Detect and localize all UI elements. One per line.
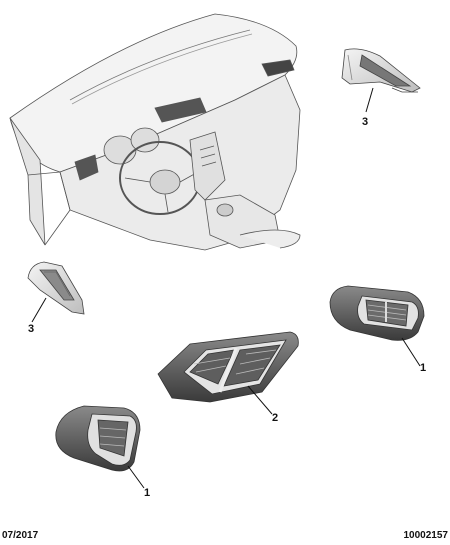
part-center-air-vent [157,331,299,403]
callout-label: 1 [144,487,151,499]
leader-line [365,87,374,113]
callout-label: 1 [420,362,427,374]
dashboard-illustration [9,13,301,251]
part-left-air-vent [55,405,141,472]
footer-reference-number: 10002157 [403,530,449,541]
part-upper-side-vent [341,48,421,93]
leader-line [401,337,421,367]
footer-date: 07/2017 [2,530,39,541]
part-side-vent-bezel [27,261,85,315]
leader-line [127,465,145,489]
callout-label: 3 [362,116,369,128]
leader-line [31,297,47,323]
callout-label: 3 [28,323,35,335]
leader-line [247,385,273,415]
part-right-air-vent [329,285,425,341]
callout-label: 2 [272,412,279,424]
